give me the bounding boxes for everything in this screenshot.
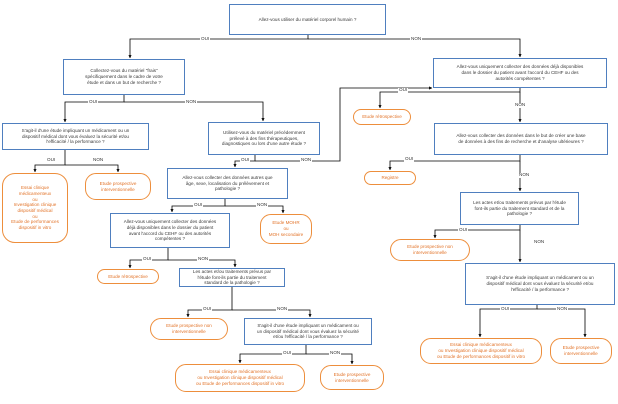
connector [388,155,521,171]
edge-label-oui: OUI [404,156,415,162]
connector [537,308,587,338]
question-materiel-preleve: Utilisez-vous du matériel précédemment p… [208,122,320,155]
edge-label-non: NON [256,202,269,208]
connector [168,259,237,268]
edge-label-non: NON [518,172,531,178]
connector [255,86,433,162]
edge-label-oui: OUI [398,87,409,93]
edge-label-oui: OUI [202,306,213,312]
question-medicament-droite: S'agit-il d'une étude impliquant un médi… [465,263,615,305]
connector [232,309,312,318]
result-prospective-non-interventionnelle-milieu: Etude prospective non interventionnelle [150,318,228,340]
edge-label-oui: OUI [500,306,511,312]
edge-label-non: NON [300,157,313,163]
connector [433,225,521,239]
edge-label-oui: OUI [142,256,153,262]
edge-label-non: NON [92,157,105,163]
result-etude-retrospective-milieu: Etude rétrospective [97,269,159,284]
connector [238,345,307,364]
edge-label-oui: OUI [88,99,99,105]
result-essai-clinique-gauche: Essai clinique médicamenteux ou Investig… [2,173,68,243]
question-medicament-milieu: S'agit-il d'une étude impliquant un médi… [244,318,372,345]
question-traitements-milieu: Les actes et/ou traitements prévus par l… [179,268,285,287]
edge-label-oui: OUI [200,36,211,42]
connector [128,35,309,59]
edge-label-non: NON [276,306,289,312]
question-base-donnees: Allez-vous collecter des données dans le… [434,123,608,155]
connector [186,287,233,318]
result-prospective-interventionnelle-gauche: Etude prospective interventionnelle [85,173,151,200]
edge-label-oui: OUI [193,202,204,208]
result-prospective-non-interventionnelle-droite: Etude prospective non interventionnelle [390,239,470,261]
result-registre: Registre [364,171,416,185]
question-traitements-droite: Les actes et/ou traitements prévus par l… [460,192,579,225]
edge-label-non: NON [410,36,423,42]
edge-label-oui: OUI [282,350,293,356]
question-materiel-corporel: Allez-vous utiliser du matériel corporel… [229,4,386,35]
result-essai-clinique-milieu: Essai clinique médicamenteux ou Investig… [175,364,305,392]
edge-label-non: NON [185,99,198,105]
edge-label-non: NON [197,256,210,262]
connector [378,88,521,109]
question-medicament-gauche: S'agit-il d'une étude impliquant un médi… [2,123,149,150]
edge-label-oui: OUI [46,157,57,163]
result-prospective-interventionnelle-milieu: Etude prospective interventionnelle [320,365,384,390]
edge-label-non: NON [329,350,342,356]
connector [308,38,522,58]
result-essai-clinique-droite: Essai clinique médicamenteux ou Investig… [420,338,542,364]
edge-label-non: NON [556,306,569,312]
result-etude-retrospective-droite: Etude rétrospective [353,109,411,125]
question-dossier-patient: Allez-vous uniquement collecter des donn… [433,58,607,88]
result-prospective-interventionnelle-droite: Etude prospective interventionnelle [550,338,612,364]
result-etude-mohr: Etude MOHR ou MOH secondaire [260,214,312,244]
connector [33,150,66,173]
edge-label-oui: OUI [240,157,251,163]
connector [306,353,354,365]
edge-label-oui: OUI [458,227,469,233]
edge-label-non: NON [514,102,527,108]
connector [65,164,120,173]
connector [124,101,265,122]
question-materiel-frais: Collectez-vous du matériel "frais" spéci… [63,59,185,95]
question-dossier-patient-milieu: Allez-vous uniquement collecter des donn… [110,213,230,248]
edge-label-non: NON [533,239,546,245]
question-autres-donnees: Allez-vous collecter des données autres … [167,168,288,199]
connector [225,205,285,214]
